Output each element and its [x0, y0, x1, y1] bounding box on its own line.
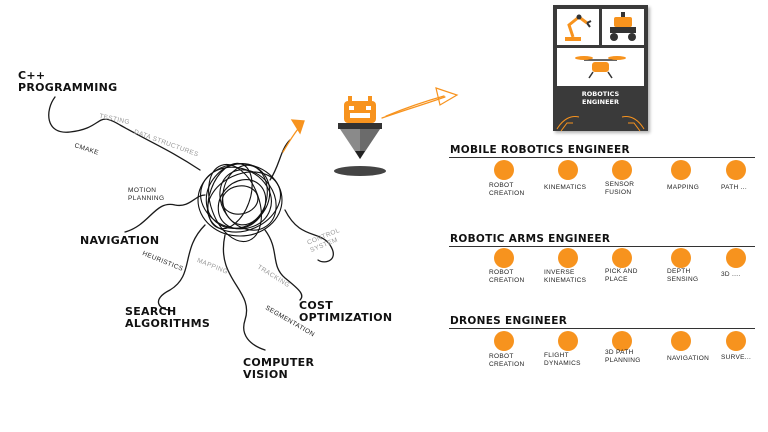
- track-2-milestone-4: [671, 248, 691, 268]
- track-2-milestone-2: [558, 248, 578, 268]
- robot-pencil-icon: [334, 96, 386, 176]
- track-1-milestone-1: [494, 160, 514, 180]
- string-control: [284, 209, 334, 263]
- track-1-label-2: KINEMATICS: [544, 184, 587, 191]
- string-cost: [264, 229, 303, 301]
- string-navigation: [124, 194, 206, 233]
- track-drones-line: [449, 328, 755, 329]
- string-vision: [222, 234, 266, 351]
- track-2-label-5: 3D ....: [721, 271, 741, 278]
- track-3-label-5: SURVE...: [721, 354, 752, 361]
- book-tile-drone: [557, 48, 644, 86]
- book-tile-rover: [602, 9, 644, 45]
- track-1-label-4: MAPPING: [667, 184, 700, 191]
- string-search: [157, 224, 206, 311]
- track-3-milestone-1: [494, 331, 514, 351]
- track-3-milestone-2: [558, 331, 578, 351]
- track-2-milestone-1: [494, 248, 514, 268]
- robot-arm-icon: [565, 14, 592, 41]
- label-cpp-programming: C++PROGRAMMING: [18, 69, 118, 94]
- track-3-label-4: NAVIGATION: [667, 355, 710, 362]
- track-2-milestone-5: [726, 248, 746, 268]
- track-mobile-robotics-line: [449, 157, 755, 158]
- track-1-milestone-2: [558, 160, 578, 180]
- track-robotic-arms-line: [449, 246, 755, 247]
- track-3-milestone-5: [726, 331, 746, 351]
- drone-icon: [575, 56, 626, 79]
- track-3-milestone-3: [612, 331, 632, 351]
- track-robotic-arms-title: ROBOTIC ARMS ENGINEER: [450, 233, 611, 245]
- rover-icon: [610, 12, 636, 41]
- track-3-milestone-4: [671, 331, 691, 351]
- track-1-label-5: PATH ...: [721, 184, 747, 191]
- book-tile-robot-arm: [557, 9, 599, 45]
- track-mobile-robotics-title: MOBILE ROBOTICS ENGINEER: [450, 144, 630, 156]
- track-1-milestone-3: [612, 160, 632, 180]
- track-1-milestone-4: [671, 160, 691, 180]
- scribble-ball: [197, 162, 283, 243]
- string-cpp: [48, 96, 201, 171]
- track-drones-title: DRONES ENGINEER: [450, 315, 568, 327]
- track-1-milestone-5: [726, 160, 746, 180]
- track-2-milestone-3: [612, 248, 632, 268]
- label-navigation: NAVIGATION: [80, 234, 160, 247]
- arrow-to-book: [381, 87, 459, 119]
- arrow-to-pencil: [282, 119, 305, 153]
- book-circuit-decoration: [556, 116, 645, 132]
